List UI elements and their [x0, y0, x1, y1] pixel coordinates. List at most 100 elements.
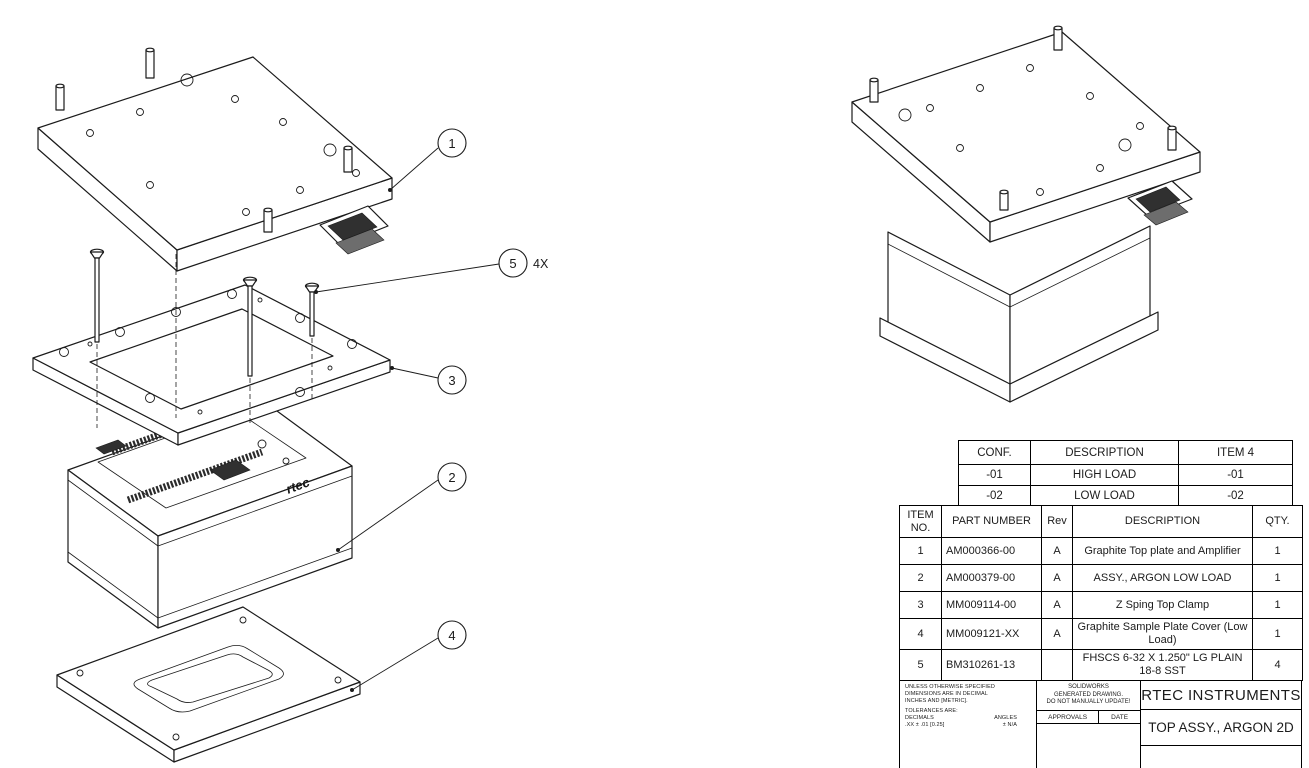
tolerance-note-line: UNLESS OTHERWISE SPECIFIED — [905, 684, 995, 690]
bom-cell-qty: 4 — [1252, 649, 1303, 681]
bom-cell-rev — [1041, 649, 1073, 681]
balloon-callout-5: 5 4X — [314, 248, 549, 294]
screw — [89, 248, 105, 343]
bom-cell-description: Graphite Top plate and Amplifier — [1072, 537, 1253, 565]
exploded-main-body: rtec — [67, 399, 353, 629]
solidworks-note-line: SOLIDWORKS — [1068, 684, 1109, 690]
bom-cell-description: Graphite Sample Plate Cover (Low Load) — [1072, 618, 1253, 650]
bom-header-rev: Rev — [1041, 505, 1073, 538]
config-cell-conf: -02 — [958, 485, 1031, 507]
bom-row: 5 BM310261-13 FHSCS 6-32 X 1.250" LG PLA… — [899, 649, 1303, 681]
top-plate-holes — [86, 73, 360, 216]
bom-cell-part-number: MM009121-XX — [941, 618, 1042, 650]
decimals-value: .XX ± .01 [0.25] — [905, 721, 945, 728]
bom-cell-item-no: 2 — [899, 564, 942, 592]
screw — [242, 276, 258, 377]
bom-cell-item-no: 3 — [899, 591, 942, 619]
svg-text:5: 5 — [509, 256, 516, 271]
bom-cell-qty: 1 — [1252, 591, 1303, 619]
config-cell-conf: -01 — [958, 464, 1031, 486]
configuration-table: CONF. DESCRIPTION ITEM 4 -01 HIGH LOAD -… — [958, 440, 1293, 507]
solidworks-note: SOLIDWORKS GENERATED DRAWING. DO NOT MAN… — [1037, 681, 1140, 711]
bom-cell-rev: A — [1041, 537, 1073, 565]
config-cell-item4: -02 — [1178, 485, 1293, 507]
config-header-row: CONF. DESCRIPTION ITEM 4 — [958, 440, 1293, 465]
assembled-top-plate — [851, 25, 1201, 243]
date-label: DATE — [1111, 713, 1129, 721]
config-cell-description: HIGH LOAD — [1030, 464, 1179, 486]
config-header-conf: CONF. — [958, 440, 1031, 465]
bom-row: 2 AM000379-00 A ASSY., ARGON LOW LOAD 1 — [899, 564, 1303, 592]
bom-row: 4 MM009121-XX A Graphite Sample Plate Co… — [899, 618, 1303, 650]
bom-header-item-no: ITEM NO. — [899, 505, 942, 538]
angles-value: ± N/A — [1002, 721, 1017, 728]
fastener-screws — [89, 248, 320, 428]
bom-header-description: DESCRIPTION — [1072, 505, 1253, 538]
amplifier-connector — [319, 205, 389, 255]
approvals-label: APPROVALS — [1037, 711, 1100, 723]
solidworks-note-line: GENERATED DRAWING. — [1053, 691, 1123, 698]
bom-header-qty: QTY. — [1252, 505, 1303, 538]
config-row: -01 HIGH LOAD -01 — [958, 464, 1293, 486]
bom-row: 3 MM009114-00 A Z Sping Top Clamp 1 — [899, 591, 1303, 619]
drawing-title: TOP ASSY., ARGON 2D — [1141, 710, 1301, 746]
tolerance-notes: UNLESS OTHERWISE SPECIFIED DIMENSIONS AR… — [900, 681, 1037, 768]
solidworks-note-line: DO NOT MANUALLY UPDATE! — [1046, 699, 1131, 705]
bom-cell-qty: 1 — [1252, 618, 1303, 650]
bom-cell-rev: A — [1041, 591, 1073, 619]
config-cell-item4: -01 — [1178, 464, 1293, 486]
tolerance-note-line: DIMENSIONS ARE IN DECIMAL — [905, 690, 988, 697]
exploded-top-plate — [37, 47, 393, 272]
bill-of-materials-table: ITEM NO. PART NUMBER Rev DESCRIPTION QTY… — [899, 505, 1303, 681]
balloon-callout-1: 1 — [388, 128, 467, 192]
exploded-bottom-plate — [56, 606, 361, 763]
assembled-connector — [1127, 180, 1193, 226]
title-block-middle: SOLIDWORKS GENERATED DRAWING. DO NOT MAN… — [1037, 681, 1141, 768]
top-plate-posts — [55, 47, 353, 233]
bom-cell-description: FHSCS 6-32 X 1.250" LG PLAIN 18-8 SST — [1072, 649, 1253, 681]
bom-cell-part-number: AM000379-00 — [941, 564, 1042, 592]
title-block-right: RTEC INSTRUMENTS TOP ASSY., ARGON 2D — [1141, 681, 1301, 768]
assembled-view — [851, 25, 1201, 403]
bom-cell-part-number: BM310261-13 — [941, 649, 1042, 681]
screw — [304, 282, 320, 337]
clamp-holes — [59, 289, 357, 415]
tolerances-label: TOLERANCES ARE: — [905, 708, 958, 715]
config-header-item4: ITEM 4 — [1178, 440, 1293, 465]
assembled-plate-holes — [898, 64, 1144, 196]
balloon-callout-2: 2 — [336, 462, 467, 552]
assembled-posts — [869, 25, 1177, 211]
bom-cell-item-no: 5 — [899, 649, 942, 681]
bom-row: 1 AM000366-00 A Graphite Top plate and A… — [899, 537, 1303, 565]
bom-header-part-number: PART NUMBER — [941, 505, 1042, 538]
bom-cell-rev: A — [1041, 618, 1073, 650]
title-block: UNLESS OTHERWISE SPECIFIED DIMENSIONS AR… — [899, 680, 1302, 768]
balloon-callout-4: 4 — [350, 620, 467, 692]
assembled-body — [879, 225, 1159, 403]
bom-cell-description: Z Sping Top Clamp — [1072, 591, 1253, 619]
bom-cell-item-no: 1 — [899, 537, 942, 565]
bom-header-row: ITEM NO. PART NUMBER Rev DESCRIPTION QTY… — [899, 505, 1303, 538]
balloon-callout-3: 3 — [390, 365, 467, 395]
config-cell-description: LOW LOAD — [1030, 485, 1179, 507]
svg-text:2: 2 — [448, 470, 455, 485]
svg-text:4: 4 — [448, 628, 455, 643]
decimals-label: DECIMALS — [905, 715, 934, 722]
config-header-description: DESCRIPTION — [1030, 440, 1179, 465]
bom-cell-qty: 1 — [1252, 537, 1303, 565]
bom-cell-item-no: 4 — [899, 618, 942, 650]
angles-label: ANGLES — [994, 715, 1017, 722]
svg-text:4X: 4X — [533, 257, 549, 271]
bom-cell-rev: A — [1041, 564, 1073, 592]
bom-cell-part-number: AM000366-00 — [941, 537, 1042, 565]
alignment-axes — [96, 254, 313, 428]
bom-cell-qty: 1 — [1252, 564, 1303, 592]
exploded-view: rtec — [32, 47, 549, 763]
svg-text:3: 3 — [448, 373, 455, 388]
company-name: RTEC INSTRUMENTS — [1141, 681, 1301, 710]
tolerance-note-line: INCHES AND [METRIC]. — [905, 697, 968, 704]
bom-cell-description: ASSY., ARGON LOW LOAD — [1072, 564, 1253, 592]
config-row: -02 LOW LOAD -02 — [958, 485, 1293, 507]
